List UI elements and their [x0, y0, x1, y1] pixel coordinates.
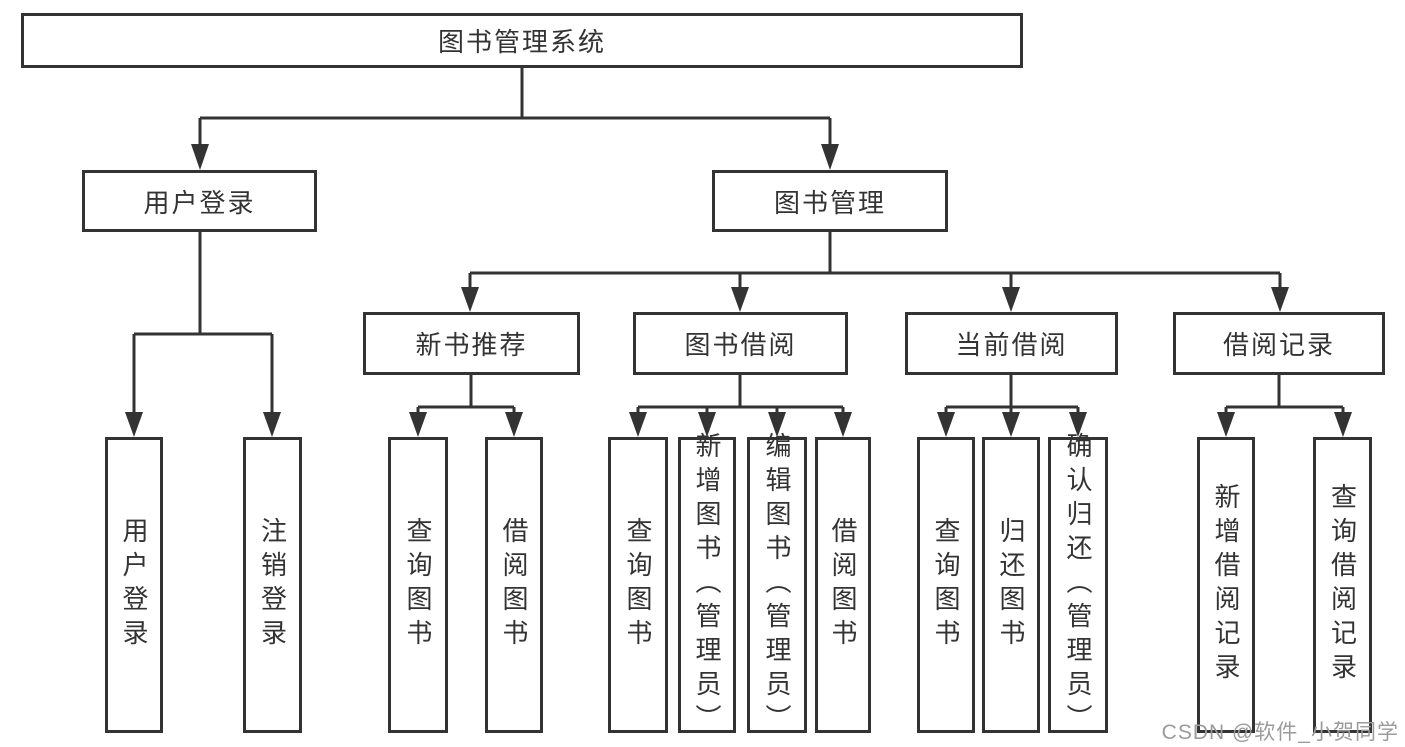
- leaf-query-borrow-record: 查询借阅记录: [1313, 437, 1372, 733]
- node-book-management: 图书管理: [712, 170, 948, 232]
- leaf-add-book-admin: 新增图书（管理员）: [678, 432, 736, 738]
- leaf-query-books-current: 查询图书: [917, 437, 975, 733]
- leaf-borrow-books-recommend: 借阅图书: [485, 437, 543, 733]
- node-borrow-records-label: 借阅记录: [1222, 330, 1335, 360]
- leaf-return-books: 归还图书: [982, 437, 1040, 733]
- node-new-book-recommend-label: 新书推荐: [415, 330, 528, 360]
- leaf-query-books-borrow: 查询图书: [608, 437, 668, 733]
- leaf-add-borrow-record: 新增借阅记录: [1197, 437, 1255, 733]
- leaf-borrow-books-label: 借阅图书: [828, 517, 858, 653]
- node-user-login: 用户登录: [82, 170, 317, 232]
- node-new-book-recommend: 新书推荐: [363, 312, 580, 375]
- leaf-logout-login: 注销登录: [243, 437, 302, 733]
- leaf-confirm-return-admin: 确认归还（管理员）: [1048, 432, 1108, 738]
- leaf-return-books-label: 归还图书: [996, 517, 1026, 653]
- leaf-borrow-books-recommend-label: 借阅图书: [499, 517, 529, 653]
- leaf-add-borrow-record-label: 新增借阅记录: [1211, 483, 1241, 687]
- node-borrow-records: 借阅记录: [1173, 312, 1385, 375]
- node-current-borrow-label: 当前借阅: [955, 330, 1068, 360]
- leaf-query-books-current-label: 查询图书: [931, 517, 961, 653]
- leaf-edit-book-admin: 编辑图书（管理员）: [747, 432, 807, 738]
- leaf-add-book-admin-label: 新增图书（管理员）: [692, 432, 722, 738]
- node-book-management-label: 图书管理: [773, 187, 886, 218]
- leaf-confirm-return-admin-label: 确认归还（管理员）: [1063, 432, 1093, 738]
- node-root-label: 图书管理系统: [437, 27, 606, 57]
- leaf-borrow-books: 借阅图书: [815, 437, 871, 733]
- node-book-borrow: 图书借阅: [633, 312, 848, 375]
- csdn-watermark: CSDN @软件_小贺同学: [1161, 721, 1399, 744]
- leaf-query-books-borrow-label: 查询图书: [623, 517, 653, 653]
- leaf-query-books-recommend-label: 查询图书: [403, 517, 433, 653]
- leaf-logout-login-label: 注销登录: [257, 517, 288, 653]
- leaf-edit-book-admin-label: 编辑图书（管理员）: [762, 432, 792, 738]
- leaf-query-books-recommend: 查询图书: [388, 437, 448, 733]
- node-current-borrow: 当前借阅: [905, 312, 1118, 375]
- node-book-borrow-label: 图书借阅: [684, 330, 797, 360]
- node-user-login-label: 用户登录: [143, 187, 256, 218]
- leaf-user-login-label: 用户登录: [119, 517, 149, 653]
- leaf-query-borrow-record-label: 查询借阅记录: [1327, 483, 1358, 687]
- leaf-user-login: 用户登录: [105, 437, 163, 733]
- node-root: 图书管理系统: [21, 13, 1023, 68]
